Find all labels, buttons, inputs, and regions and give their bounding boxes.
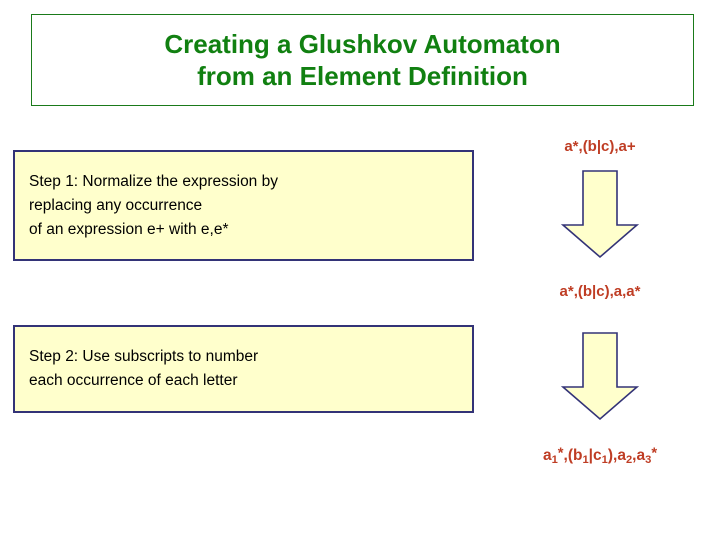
- expression-subscripted: a1*,(b1|c1),a2,a3*: [490, 445, 710, 466]
- expression-normalized: a*,(b|c),a,a*: [559, 283, 641, 300]
- page-title-line-2: from an Element Definition: [197, 61, 528, 91]
- step-2-line-1: Step 2: Use subscripts to number: [29, 348, 259, 365]
- step-1-line-3: of an expression e+ with e,e*: [29, 220, 229, 238]
- title-box: Creating a Glushkov Automaton from an El…: [31, 14, 694, 106]
- expression-input: a*,(b|c),a+: [564, 138, 636, 155]
- step-2-box: Step 2: Use subscripts to number each oc…: [13, 325, 474, 413]
- expression-glyph: *: [651, 445, 658, 462]
- expression-glyph: |c: [588, 447, 602, 464]
- expression-glyph: ,a: [632, 447, 646, 464]
- down-arrow-icon-step1: [560, 168, 640, 268]
- step-1-box: Step 1: Normalize the expression by repl…: [13, 150, 474, 261]
- step-1-line-2: replacing any occurrence: [29, 196, 203, 214]
- expression-glyph: a: [542, 447, 552, 464]
- expression-glyph: ,(b: [563, 447, 583, 464]
- step-2-line-2: each occurrence of each letter: [29, 372, 238, 389]
- step-1-line-1: Step 1: Normalize the expression by: [29, 172, 278, 190]
- expression-glyph: *: [557, 445, 564, 462]
- expression-glyph: 1: [601, 453, 608, 466]
- expression-glyph: 2: [625, 453, 633, 466]
- expression-glyph: ),a: [607, 447, 626, 464]
- page-title-line-1: Creating a Glushkov Automaton: [164, 29, 561, 59]
- expression-glyph: 1: [551, 453, 558, 466]
- expression-glyph: 3: [645, 453, 652, 466]
- expression-glyph: 1: [582, 453, 589, 466]
- down-arrow-icon-step2: [560, 330, 640, 430]
